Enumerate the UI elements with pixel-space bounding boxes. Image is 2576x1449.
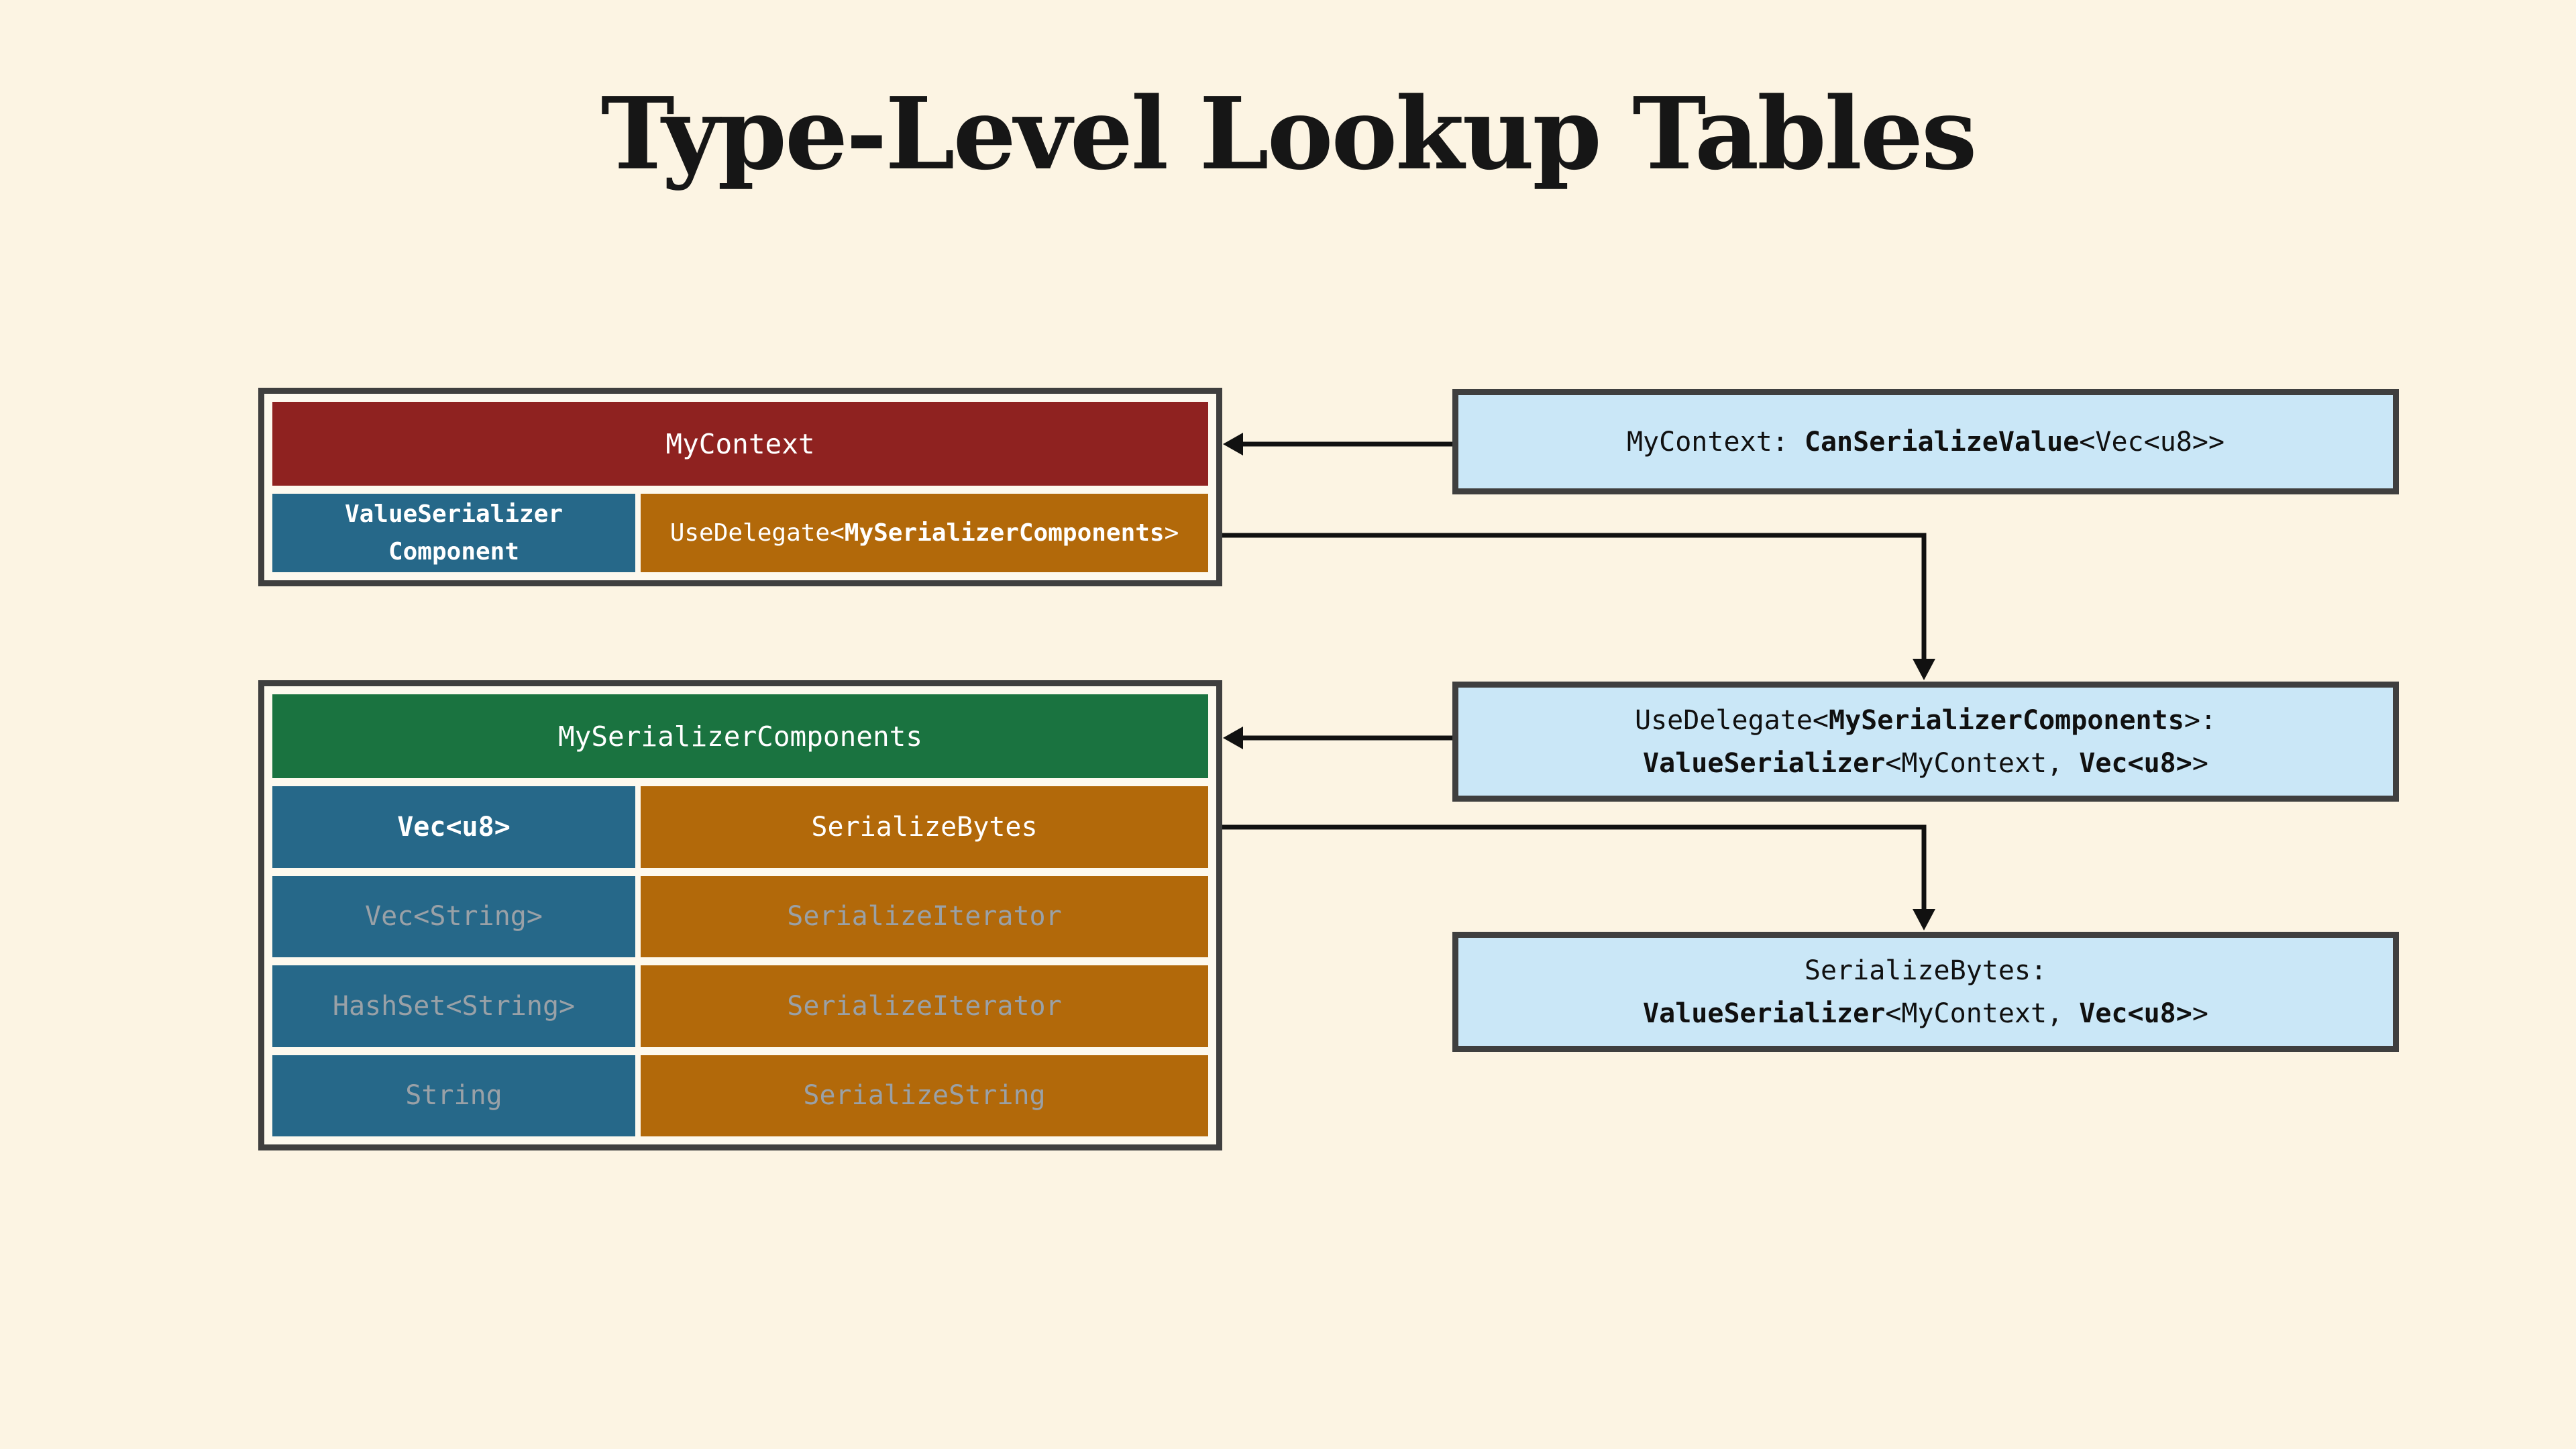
callout-line: UseDelegate<MySerializerComponents>: (1635, 699, 2216, 742)
table-mycontext-header: MyContext (272, 402, 1208, 486)
text-segment: <MyContext, (1885, 747, 2080, 779)
text-segment: CanSerializeValue (1804, 426, 2080, 458)
text-segment: <MyContext, (1885, 998, 2080, 1029)
page-title: Type-Level Lookup Tables (600, 75, 1978, 192)
value-cell-serializestring: SerializeString (641, 1055, 1208, 1136)
text-segment: Vec<u8> (2079, 747, 2192, 779)
arrowhead-left-icon (1223, 727, 1243, 749)
text-segment: Vec<u8> (2079, 998, 2192, 1029)
table-row: HashSet<String> SerializeIterator (272, 965, 1208, 1047)
text-segment: MySerializerComponents (1829, 704, 2184, 736)
text-segment: ValueSerializer (1643, 998, 1886, 1029)
arrowhead-down-icon (1913, 909, 1935, 930)
key-cell-vec-u8: Vec<u8> (272, 786, 635, 868)
text-segment: > (2192, 998, 2208, 1029)
text-segment: UseDelegate< (1635, 704, 1829, 736)
arrow-usedelegate-to-callout2 (1222, 533, 1927, 660)
value-cell-serializeiterator: SerializeIterator (641, 965, 1208, 1047)
table-row: Vec<u8> SerializeBytes (272, 786, 1208, 868)
text-segment: SerializeBytes: (1804, 955, 2047, 986)
key-cell-hashset-string: HashSet<String> (272, 965, 635, 1047)
text-segment: ValueSerializer (1643, 747, 1886, 779)
value-cell-usedelegate: UseDelegate<MySerializerComponents> (641, 494, 1208, 572)
table-mycontext: MyContext ValueSerializer Component UseD… (258, 388, 1222, 586)
callout-line: ValueSerializer<MyContext, Vec<u8>> (1643, 992, 2208, 1035)
key-cell-valueserializer-component: ValueSerializer Component (272, 494, 635, 572)
table-myserializercomponents: MySerializerComponents Vec<u8> Serialize… (258, 680, 1222, 1150)
key-cell-string: String (272, 1055, 635, 1136)
text-segment: MyContext: (1626, 426, 1805, 458)
callout-serializebytes-impl: SerializeBytes: ValueSerializer<MyContex… (1452, 932, 2399, 1052)
value-cell-serializeiterator: SerializeIterator (641, 875, 1208, 957)
table-row: Vec<String> SerializeIterator (272, 875, 1208, 957)
arrowhead-left-icon (1223, 433, 1243, 455)
text-segment: >: (2184, 704, 2216, 736)
table-row: ValueSerializer Component UseDelegate<My… (272, 494, 1208, 572)
key-cell-vec-string: Vec<String> (272, 875, 635, 957)
callout-line: ValueSerializer<MyContext, Vec<u8>> (1643, 742, 2208, 785)
arrowhead-down-icon (1913, 659, 1935, 680)
text-segment: MySerializerComponents (844, 519, 1165, 547)
text-segment: > (1164, 519, 1179, 547)
table-row: String SerializeString (272, 1055, 1208, 1136)
text-segment: UseDelegate< (669, 519, 845, 547)
value-cell-serializebytes: SerializeBytes (641, 786, 1208, 868)
callout-canserializevalue: MyContext: CanSerializeValue<Vec<u8>> (1452, 389, 2399, 494)
text-segment: > (2192, 747, 2208, 779)
callout-line: MyContext: CanSerializeValue<Vec<u8>> (1627, 421, 2224, 464)
text-segment: <Vec<u8>> (2079, 426, 2225, 458)
callout-line: SerializeBytes: (1805, 949, 2047, 992)
callout-usedelegate-impl: UseDelegate<MySerializerComponents>: Val… (1452, 682, 2399, 802)
arrow-serializebytes-to-callout3 (1222, 824, 1927, 910)
table-myserializercomponents-header: MySerializerComponents (272, 694, 1208, 778)
